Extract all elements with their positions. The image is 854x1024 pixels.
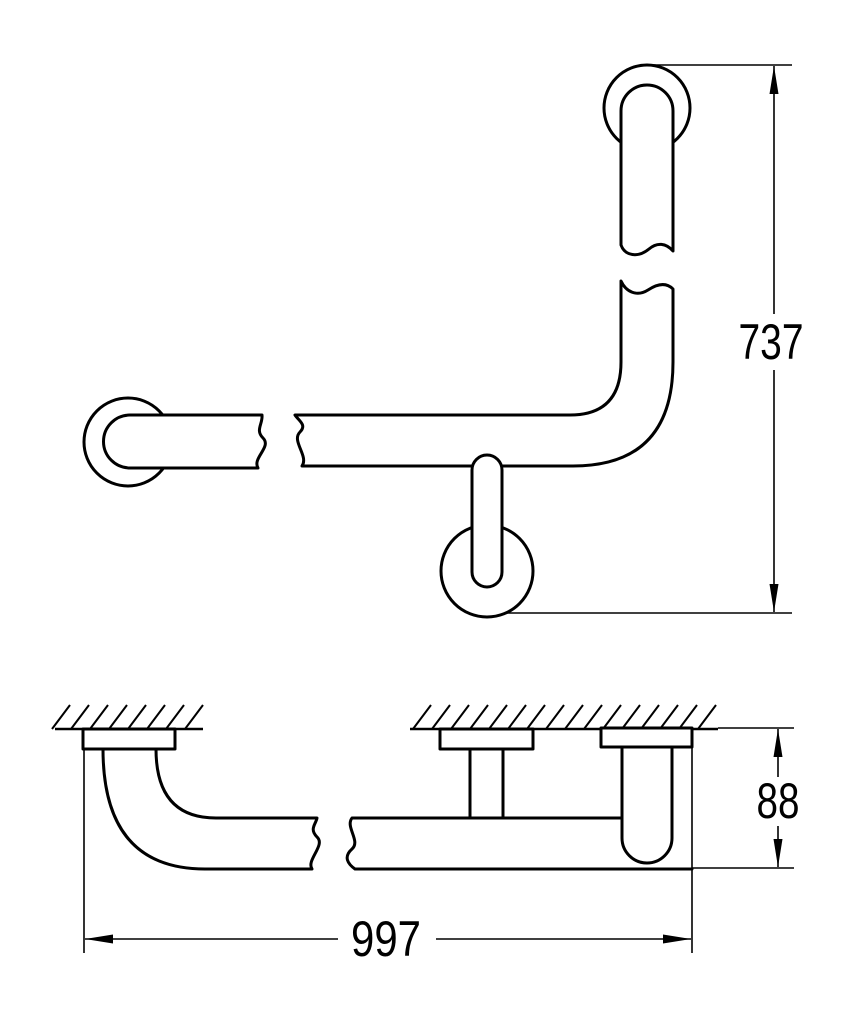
side-left-bar-segment bbox=[101, 747, 321, 871]
side-view: 88 997 bbox=[51, 704, 800, 967]
arrow-up-icon bbox=[769, 66, 779, 94]
side-tube-end-cap bbox=[620, 745, 674, 865]
depth-dimension: 88 bbox=[692, 727, 800, 869]
height-dimension-value: 737 bbox=[739, 314, 804, 370]
wall-hatching-right bbox=[412, 704, 717, 730]
width-dimension-value: 997 bbox=[351, 911, 421, 967]
plan-upper-tube-segment bbox=[619, 83, 675, 257]
arrow-right-icon bbox=[663, 934, 691, 944]
plan-left-tube-segment bbox=[102, 413, 267, 470]
wall-hatching-left bbox=[51, 704, 204, 730]
side-middle-flange bbox=[438, 727, 535, 751]
arrow-down-icon bbox=[769, 584, 779, 612]
arrow-left-icon bbox=[85, 934, 113, 944]
plan-elbow-tube-segment bbox=[293, 279, 675, 468]
width-dimension: 997 bbox=[83, 748, 693, 967]
side-right-flange bbox=[599, 726, 694, 749]
height-dimension: 737 bbox=[505, 64, 804, 614]
arrow-down-icon bbox=[773, 839, 783, 867]
arrow-up-icon bbox=[773, 729, 783, 757]
plan-support-post bbox=[470, 453, 504, 589]
side-left-flange bbox=[81, 727, 177, 751]
plan-view: 737 bbox=[82, 63, 804, 619]
side-right-bar-segment bbox=[345, 816, 694, 871]
depth-dimension-value: 88 bbox=[757, 773, 800, 829]
side-support-post bbox=[468, 747, 505, 819]
